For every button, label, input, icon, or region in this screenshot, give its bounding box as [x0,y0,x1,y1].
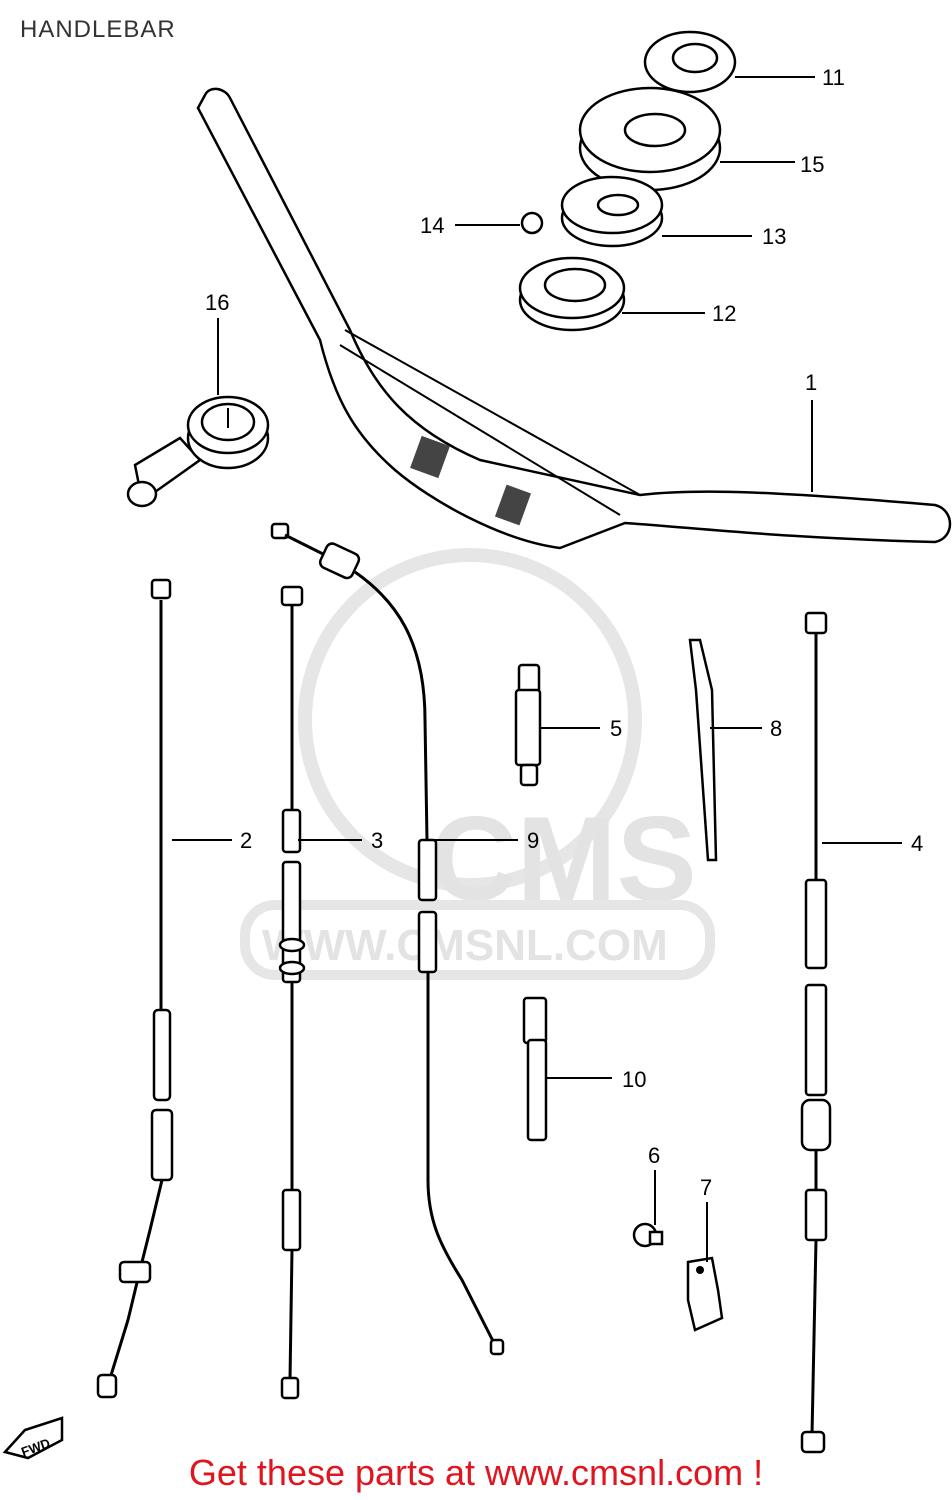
washer-12 [518,256,626,332]
bushing-13 [560,175,664,248]
label-15: 15 [800,152,824,177]
band-10 [522,996,548,1142]
handlebar-tube [196,87,952,550]
ball-14 [520,211,544,235]
bolt-6 [632,1222,664,1248]
label-5: 5 [610,716,622,741]
footer-link[interactable]: Get these parts at www.cmsnl.com ! [188,1452,764,1493]
label-1: 1 [805,370,817,395]
page-title: HANDLEBAR [20,16,176,43]
throttle-grip-16 [126,395,270,508]
label-2: 2 [240,828,252,853]
nut-11 [643,30,737,94]
cable-4 [800,611,832,1454]
leader-lines [172,76,902,1262]
label-10: 10 [622,1067,646,1092]
label-12: 12 [712,301,736,326]
watermark: CMS WWW.CMSNL.COM [240,548,715,980]
label-13: 13 [762,224,786,249]
label-7: 7 [700,1175,712,1200]
label-3: 3 [371,828,383,853]
watermark-url: WWW.CMSNL.COM [262,921,668,970]
band-8 [688,638,718,862]
damper-15 [578,86,722,192]
clamp-7 [686,1256,724,1332]
cable-3 [278,585,306,1400]
cable-9 [270,522,505,1356]
label-9: 9 [527,828,539,853]
band-5 [514,663,542,787]
part-labels: 11 15 13 14 12 1 16 5 8 2 3 9 4 10 6 7 [205,65,923,1200]
label-14: 14 [420,213,444,238]
label-11: 11 [822,65,845,90]
label-8: 8 [770,716,782,741]
label-6: 6 [648,1143,660,1168]
cable-2 [96,578,174,1399]
label-4: 4 [911,831,923,856]
label-16: 16 [205,290,229,315]
